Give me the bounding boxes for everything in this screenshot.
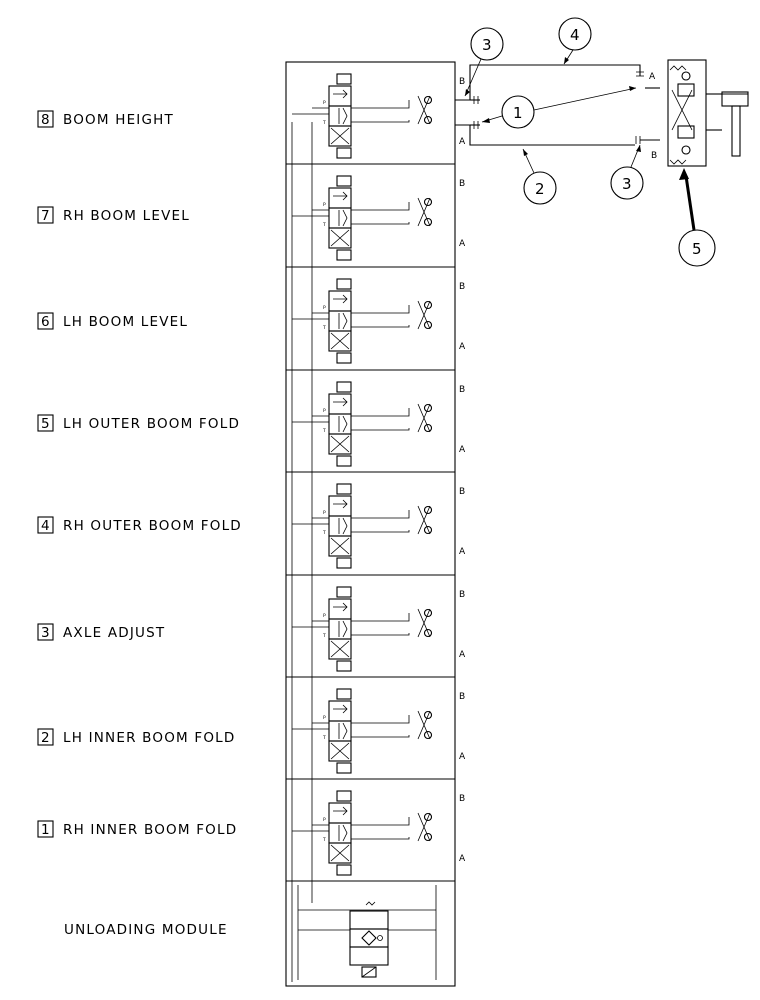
gallery-lines <box>291 122 437 982</box>
section-number-box <box>37 516 54 534</box>
pressure-port-letter: P <box>323 202 326 208</box>
tank-port-letter: T <box>322 325 326 331</box>
section-number-box <box>37 110 54 128</box>
section-label: RH INNER BOOM FOLD <box>63 822 237 838</box>
work-port-a-label: A <box>459 239 466 249</box>
section-label: BOOM HEIGHT <box>63 112 174 128</box>
section-number-box <box>37 623 54 641</box>
work-port-b-label: B <box>459 385 465 395</box>
callout-label: 5 <box>692 240 702 258</box>
work-port-a-label: A <box>459 650 466 660</box>
callout-label: 4 <box>570 26 580 44</box>
valve-section-4: 4 RH OUTER BOOM FOLD P T B A <box>37 483 466 569</box>
work-port-b-label: B <box>459 794 465 804</box>
section-number-box <box>37 312 54 330</box>
work-port-b-label: B <box>459 179 465 189</box>
tank-port-letter: T <box>322 222 326 228</box>
work-port-b-label: B <box>459 487 465 497</box>
work-port-b-label: B <box>459 692 465 702</box>
valve-sections: 8 BOOM HEIGHT P T B A 7 RH BOOM LEVEL P T B A 6 LH BO… <box>37 73 466 876</box>
pressure-port-letter: P <box>323 817 326 823</box>
section-number: 4 <box>41 518 51 534</box>
pressure-port-letter: P <box>323 715 326 721</box>
tank-port-letter: T <box>322 120 326 126</box>
section-number: 2 <box>41 730 51 746</box>
pressure-port-letter: P <box>323 100 326 106</box>
callout-label: 3 <box>482 36 492 54</box>
section-number-box <box>37 206 54 224</box>
cylinder-port-b-label: B <box>651 151 657 161</box>
callout-balloons: 3 4 1 2 3 5 <box>464 17 716 267</box>
tank-port-letter: T <box>322 837 326 843</box>
callout-label: 1 <box>513 104 523 122</box>
pressure-port-letter: P <box>323 408 326 414</box>
section-number: 6 <box>41 314 51 330</box>
section-label: RH OUTER BOOM FOLD <box>63 518 242 534</box>
boom-height-circuit: A B <box>455 59 749 167</box>
valve-section-1: 1 RH INNER BOOM FOLD P T B A <box>37 790 466 876</box>
valve-section-8: 8 BOOM HEIGHT P T B A <box>37 73 466 159</box>
tank-port-letter: T <box>322 530 326 536</box>
section-number-box <box>37 414 54 432</box>
callout-label: 2 <box>535 180 545 198</box>
work-port-a-label: A <box>459 854 466 864</box>
section-label: RH BOOM LEVEL <box>63 208 190 224</box>
section-number: 3 <box>41 625 51 641</box>
section-label: LH INNER BOOM FOLD <box>63 730 235 746</box>
work-port-b-label: B <box>459 282 465 292</box>
unloading-module-valve: UNLOADING MODULE <box>64 901 436 978</box>
section-label: AXLE ADJUST <box>63 625 165 641</box>
tank-port-letter: T <box>322 633 326 639</box>
section-label: LH BOOM LEVEL <box>63 314 188 330</box>
pressure-port-letter: P <box>323 305 326 311</box>
unloading-module-label: UNLOADING MODULE <box>64 922 228 938</box>
section-number-box <box>37 820 54 838</box>
valve-section-7: 7 RH BOOM LEVEL P T B A <box>37 175 466 261</box>
work-port-b-label: B <box>459 77 465 87</box>
work-port-a-label: A <box>459 445 466 455</box>
work-port-a-label: A <box>459 342 466 352</box>
work-port-a-label: A <box>459 137 466 147</box>
valve-section-3: 3 AXLE ADJUST P T B A <box>37 586 466 672</box>
cylinder-port-a-label: A <box>649 72 656 82</box>
section-number: 7 <box>41 208 51 224</box>
section-number-box <box>37 728 54 746</box>
valve-section-6: 6 LH BOOM LEVEL P T B A <box>37 278 466 364</box>
work-port-a-label: A <box>459 752 466 762</box>
section-number: 5 <box>41 416 51 432</box>
callout-label: 3 <box>622 175 632 193</box>
section-dividers <box>286 163 455 882</box>
tank-port-letter: T <box>322 735 326 741</box>
valve-section-5: 5 LH OUTER BOOM FOLD P T B A <box>37 381 466 467</box>
valve-section-2: 2 LH INNER BOOM FOLD P T B A <box>37 688 466 774</box>
pressure-port-letter: P <box>323 510 326 516</box>
section-label: LH OUTER BOOM FOLD <box>63 416 240 432</box>
work-port-b-label: B <box>459 590 465 600</box>
tank-port-letter: T <box>322 428 326 434</box>
valve-stack-outline <box>285 61 456 987</box>
section-number: 1 <box>41 822 51 838</box>
section-number: 8 <box>41 112 51 128</box>
work-port-a-label: A <box>459 547 466 557</box>
pressure-port-letter: P <box>323 613 326 619</box>
